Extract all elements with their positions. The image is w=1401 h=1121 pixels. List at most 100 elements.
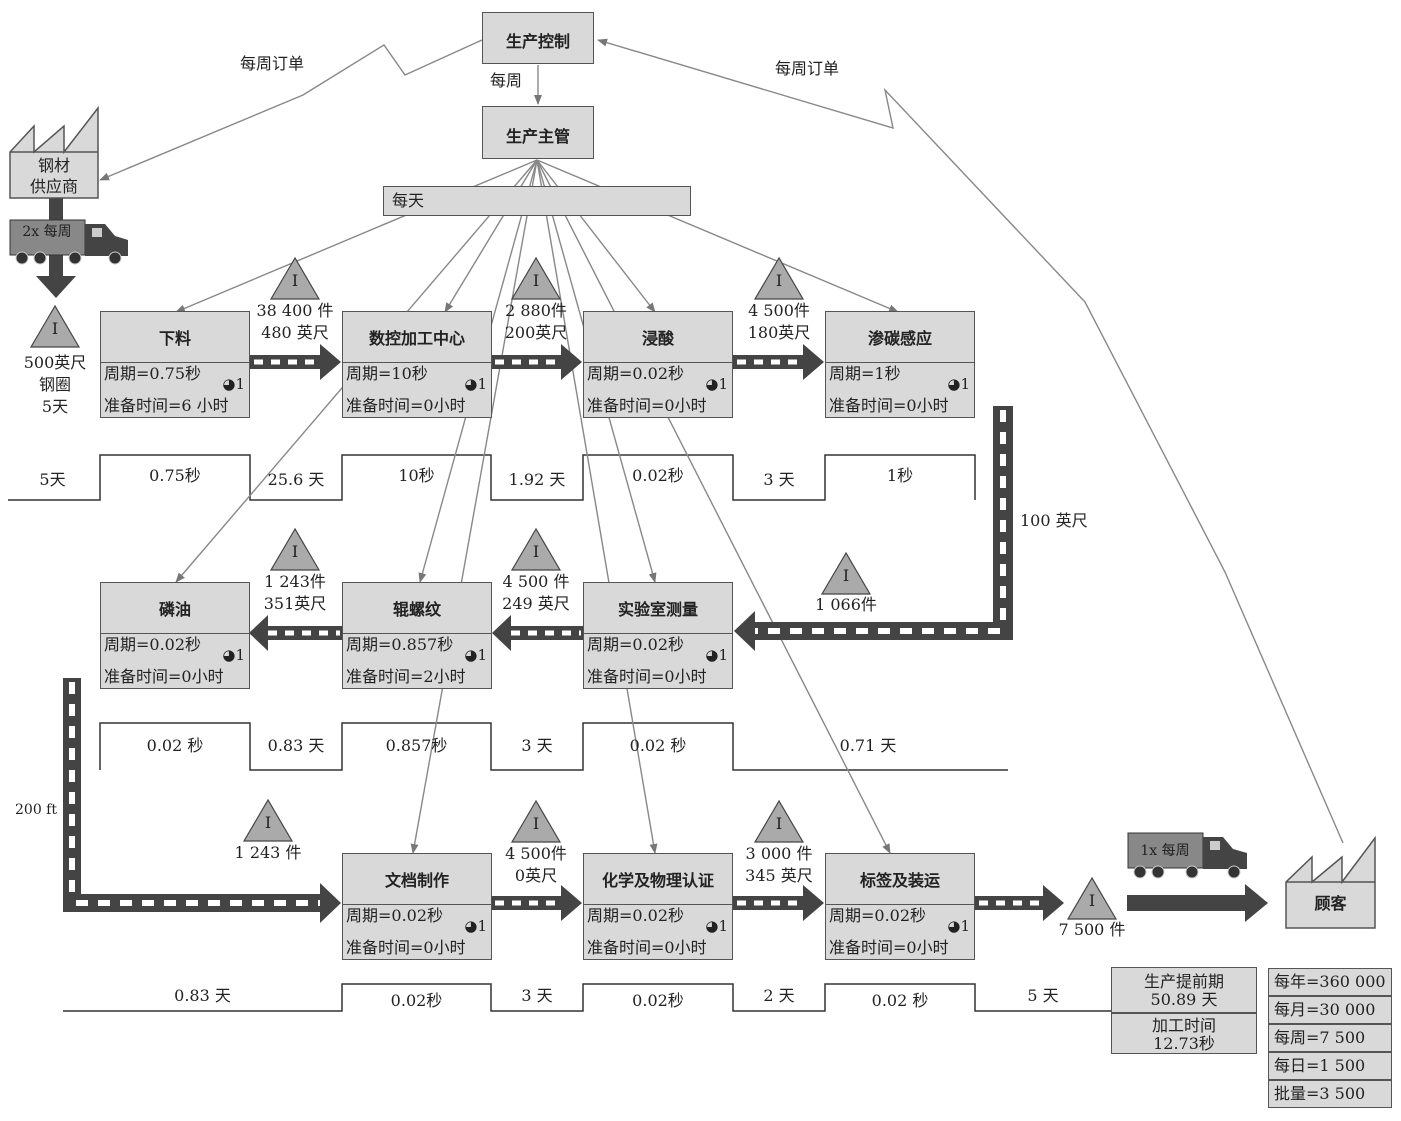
inventory-mark: I	[775, 814, 783, 833]
process-box-shentan[interactable]: 渗碳感应 周期=1秒 ◕1 准备时间=0小时	[825, 311, 975, 418]
process-setup-time: 准备时间=0小时	[829, 396, 949, 415]
process-box-wendang[interactable]: 文档制作 周期=0.02秒 ◕1 准备时间=0小时	[342, 853, 492, 960]
process-cycle-time: 周期=0.75秒	[104, 364, 202, 383]
push-arrow-right-feed	[734, 406, 1013, 651]
process-box-biaoqian[interactable]: 标签及装运 周期=0.02秒 ◕1 准备时间=0小时	[825, 853, 975, 960]
inventory-qty: 4 500件	[505, 844, 567, 863]
operator-icon: ◕1	[705, 375, 728, 393]
inventory-qty: 1 243 件	[234, 843, 302, 862]
production-supervisor-label: 生产主管	[505, 127, 570, 146]
process-box-shiyanshi[interactable]: 实验室测量 周期=0.02秒 ◕1 准备时间=0小时	[583, 582, 733, 689]
operator-count: 1	[718, 375, 728, 393]
processing-time-value: 12.73秒	[1153, 1034, 1215, 1053]
inventory-triangle-7	[242, 798, 294, 842]
operator-icon: ◕1	[222, 375, 245, 393]
operator-icon: ◕1	[705, 917, 728, 935]
production-supervisor-box[interactable]: 生产主管	[482, 106, 594, 159]
lead-time-label: 生产提前期	[1143, 972, 1224, 991]
process-box-linyou[interactable]: 磷油 周期=0.02秒 ◕1 准备时间=0小时	[100, 582, 250, 689]
supervisor-to-biaoqian-arrow	[536, 159, 891, 854]
operator-icon: ◕1	[464, 646, 487, 664]
inventory-length: 0英尺	[514, 866, 558, 885]
operator-count: 1	[235, 646, 245, 664]
timeline-value: 0.857秒	[385, 736, 448, 755]
inventory-length: 480 英尺	[261, 323, 329, 342]
process-setup-time: 准备时间=0小时	[829, 938, 949, 957]
process-cycle-time: 周期=1秒	[829, 364, 901, 383]
timeline-value: 1秒	[886, 466, 914, 485]
timeline-value: 1.92 天	[508, 470, 566, 489]
process-setup-time: 准备时间=6 小时	[104, 396, 229, 415]
supplier-order-signal	[99, 39, 483, 181]
weekly-label: 每周	[490, 71, 523, 90]
timeline-value: 0.75秒	[149, 466, 201, 485]
supplier-name-line1: 钢材	[37, 156, 70, 175]
inventory-qty: 4 500件	[748, 301, 810, 320]
process-name: 渗碳感应	[826, 312, 974, 363]
inventory-length: 351英尺	[263, 594, 327, 613]
right-feed-length: 100 英尺	[1020, 511, 1088, 530]
inventory-triangle-6	[269, 527, 321, 571]
lead-time-value: 50.89 天	[1150, 990, 1218, 1009]
push-arrow-8	[733, 885, 824, 921]
timeline-value: 0.02 秒	[871, 991, 929, 1010]
supervisor-to-huaxue-arrow	[536, 159, 658, 854]
process-name: 标签及装运	[826, 854, 974, 905]
process-cycle-time: 周期=10秒	[346, 364, 428, 383]
operator-count: 1	[235, 375, 245, 393]
inventory-triangle-raw	[29, 304, 81, 348]
raw-inventory-type: 钢圈	[38, 375, 71, 394]
push-arrow-3	[733, 344, 824, 380]
timeline-value: 0.83 天	[267, 736, 325, 755]
inventory-qty: 1 066件	[815, 595, 877, 614]
process-cycle-time: 周期=0.02秒	[346, 906, 444, 925]
supervisor-to-cnc-arrow	[444, 159, 538, 313]
operator-count: 1	[477, 375, 487, 393]
timeline-value: 0.02秒	[390, 991, 443, 1010]
process-box-cnc[interactable]: 数控加工中心 周期=10秒 ◕1 准备时间=0小时	[342, 311, 492, 418]
operator-icon: ◕1	[464, 375, 487, 393]
operator-count: 1	[960, 917, 970, 935]
supervisor-to-xialiao-arrow	[175, 159, 538, 313]
process-box-huaxue[interactable]: 化学及物理认证 周期=0.02秒 ◕1 准备时间=0小时	[583, 853, 733, 960]
timeline-row1	[8, 454, 976, 501]
process-name: 文档制作	[343, 854, 491, 905]
operator-icon: ◕1	[705, 646, 728, 664]
process-name: 辊螺纹	[343, 583, 491, 634]
push-arrows	[63, 344, 1064, 923]
operator-count: 1	[477, 917, 487, 935]
process-box-xialiao[interactable]: 下料 周期=0.75秒 ◕1 准备时间=6 小时	[100, 311, 250, 418]
inventory-triangle-1	[269, 256, 321, 300]
timeline-value: 0.02秒	[632, 466, 684, 485]
inventory-qty: 3 000 件	[745, 844, 813, 863]
process-box-jinsuan[interactable]: 浸酸 周期=0.02秒 ◕1 准备时间=0小时	[583, 311, 733, 418]
timeline-value: 0.02 秒	[146, 736, 204, 755]
process-cycle-time: 周期=0.02秒	[104, 635, 202, 654]
daily-label: 每天	[392, 191, 425, 210]
raw-inventory-length: 500英尺	[23, 353, 87, 372]
demand-monthly: 每月=30 000	[1268, 996, 1392, 1024]
process-setup-time: 准备时间=0小时	[346, 396, 466, 415]
timeline-value: 0.02 秒	[629, 736, 687, 755]
process-name: 实验室测量	[584, 583, 732, 634]
process-setup-time: 准备时间=0小时	[346, 938, 466, 957]
operator-icon: ◕1	[222, 646, 245, 664]
timeline-row3	[63, 983, 1112, 1012]
operator-icon: ◕1	[947, 917, 970, 935]
supplier-name-line2: 供应商	[29, 177, 78, 196]
inventory-qty: 4 500 件	[502, 572, 570, 591]
operator-count: 1	[477, 646, 487, 664]
process-cycle-time: 周期=0.02秒	[829, 906, 927, 925]
inventory-length: 200英尺	[504, 323, 568, 342]
supervisor-to-wendang-arrow	[410, 159, 538, 854]
left-feed-length: 200 ft	[15, 802, 57, 818]
inventory-length: 345 英尺	[745, 866, 813, 885]
timeline-value: 5天	[39, 470, 66, 489]
process-box-gunluowen[interactable]: 辊螺纹 周期=0.857秒 ◕1 准备时间=2小时	[342, 582, 492, 689]
lead-time-box: 生产提前期 50.89 天	[1111, 967, 1257, 1013]
customer-shipment-arrow	[1127, 884, 1268, 922]
supplier-order-label: 每周订单	[240, 54, 305, 73]
inventory-mark: I	[1088, 891, 1096, 910]
production-control-box[interactable]: 生产控制	[482, 12, 594, 64]
